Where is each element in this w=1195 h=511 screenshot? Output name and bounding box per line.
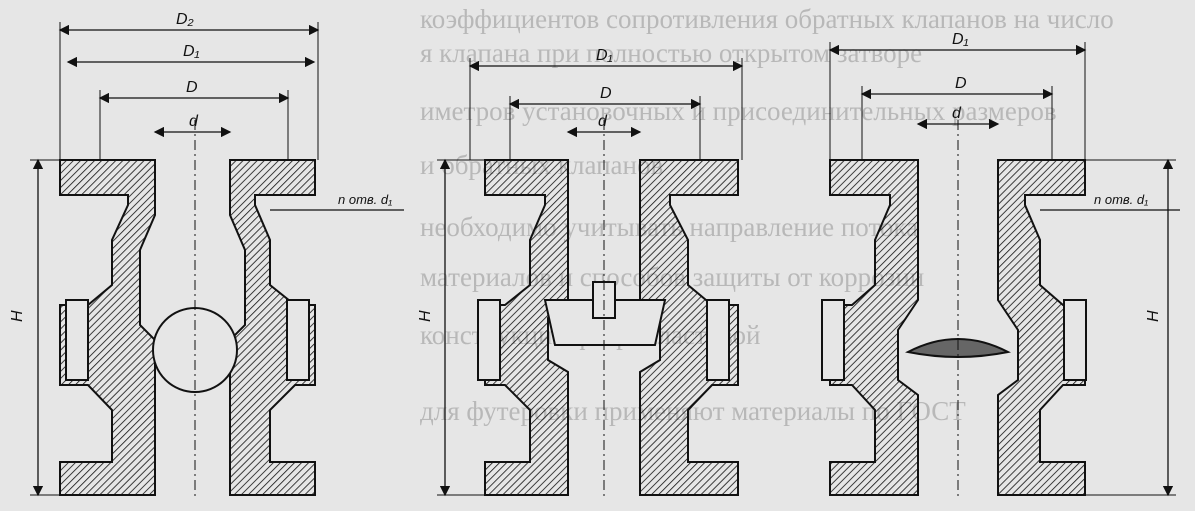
valve-disc-label-bolt-circle: D: [955, 75, 967, 92]
valve-disc-label-bore: d: [952, 105, 962, 122]
valve-ball-bolt-left: [65, 299, 89, 381]
valve-disc-body-right: [997, 159, 1086, 496]
valve-ball-label-d1: D₁: [183, 43, 200, 60]
valve-lift-label-bore: d: [598, 113, 608, 130]
valve-lift-label-bolt-circle: D: [600, 85, 612, 102]
valve-disc-label-holes: n отв. d₁: [1094, 192, 1148, 207]
valve-disc: D₁ D d H n отв. d₁: [821, 31, 1180, 500]
valve-disc-label-d1: D₁: [952, 31, 969, 48]
valve-ball: D₂ D₁ D d H n отв. d₁: [9, 11, 404, 500]
valve-ball-body-right: [229, 159, 316, 496]
valve-lift-body-left: [484, 159, 569, 496]
valve-lift-label-d1: D₁: [596, 47, 613, 64]
valve-disc-body-left: [829, 159, 919, 496]
valve-disc-label-h: H: [1145, 310, 1162, 322]
valve-disc-bolt-right: [1063, 299, 1087, 381]
valve-lift-bolt-left: [477, 299, 501, 381]
valve-ball-label-d2: D₂: [176, 11, 194, 28]
valve-lift-plug: [543, 299, 667, 346]
valve-lift-label-h: H: [417, 310, 434, 322]
valve-ball-label-holes: n отв. d₁: [338, 192, 392, 207]
valve-ball-label-bolt-circle: D: [186, 79, 198, 96]
valve-ball-label-bore: d: [189, 113, 199, 130]
valve-lift-bolt-right: [706, 299, 730, 381]
valve-ball-label-h: H: [9, 310, 26, 322]
background-text-line: коэффициентов сопротивления обратных кла…: [420, 4, 1114, 34]
valve-ball-body-left: [59, 159, 156, 496]
valve-lift-body-right: [639, 159, 739, 496]
valve-ball-bolt-right: [286, 299, 310, 381]
valve-lift: D₁ D d H: [417, 47, 744, 500]
valve-disc-bolt-left: [821, 299, 845, 381]
